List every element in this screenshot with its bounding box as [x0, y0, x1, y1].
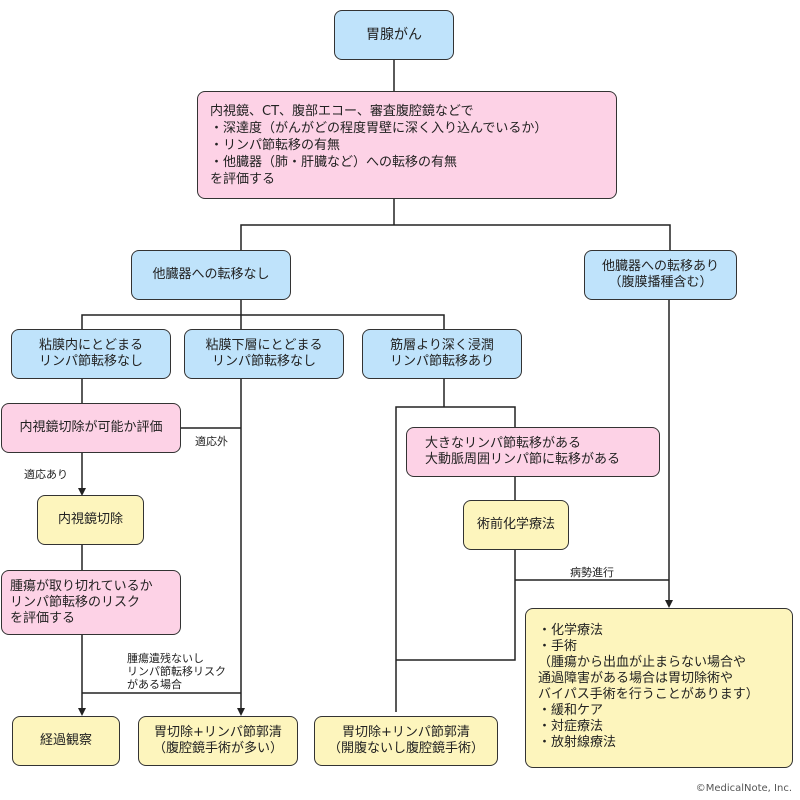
node-observation: 経過観察 [12, 716, 120, 766]
edge-neoadjuvant-gastrectomy [396, 550, 516, 661]
node-submucosa: 粘膜下層にとどまる リンパ節転移なし [184, 329, 344, 379]
treatment-item: ・放射線療法 [538, 735, 617, 750]
node-large-lymph: 大きなリンパ節転移がある 大動脈周囲リンパ節に転移がある [406, 427, 660, 477]
node-mucosa: 粘膜内にとどまる リンパ節転移なし [11, 329, 171, 379]
node-endoscopic-resection: 内視鏡切除 [37, 495, 144, 545]
copyright: ©MedicalNote, Inc. [695, 783, 792, 794]
edge-label-residual-risk: 腫瘍遺残ないし リンパ節転移リスク がある場合 [127, 652, 226, 691]
node-evaluation: 内視鏡、CT、腹部エコー、審査腹腔鏡などで ・深達度（がんがどの程度胃壁に深く入… [197, 91, 617, 199]
treatment-item: （腫瘍から出血が止まらない場合や 通過障害がある場合は胃切除術や バイパス手術を… [538, 655, 759, 702]
node-gastrectomy-open: 胃切除+リンパ節郭清 （開腹ないし腹腔鏡手術） [314, 716, 498, 766]
edge-label-indicated: 適応あり [24, 468, 68, 481]
treatment-list: ・化学療法 ・手術 （腫瘍から出血が止まらない場合や 通過障害がある場合は胃切除… [525, 608, 793, 768]
edge-label-not-indicated: 適応外 [195, 435, 228, 448]
treatment-item: ・手術 [538, 639, 578, 654]
node-gastric-adenocarcinoma: 胃腺がん [334, 10, 454, 60]
node-muscle-invasion: 筋層より深く浸潤 リンパ節転移あり [362, 329, 522, 379]
treatment-item: ・対症療法 [538, 719, 604, 734]
treatment-item: ・緩和ケア [538, 703, 604, 718]
node-residual-eval: 腫瘍が取り切れているか リンパ節転移のリスク を評価する [1, 570, 181, 635]
edge-muscle-split [395, 406, 516, 712]
edge-categories-split [81, 314, 445, 329]
node-gastrectomy-laparoscopic: 胃切除+リンパ節郭清 （腹腔鏡手術が多い） [138, 716, 298, 766]
node-metastasis: 他臓器への転移あり （腹膜播種含む） [584, 250, 737, 300]
node-no-metastasis: 他臓器への転移なし [131, 250, 291, 300]
node-endoscopic-eval: 内視鏡切除が可能か評価 [1, 403, 181, 453]
edge-label-progression: 病勢進行 [570, 566, 614, 579]
treatment-item: ・化学療法 [538, 623, 604, 638]
node-neoadjuvant-chemo: 術前化学療法 [463, 500, 569, 550]
edge-split-branches [240, 224, 671, 250]
